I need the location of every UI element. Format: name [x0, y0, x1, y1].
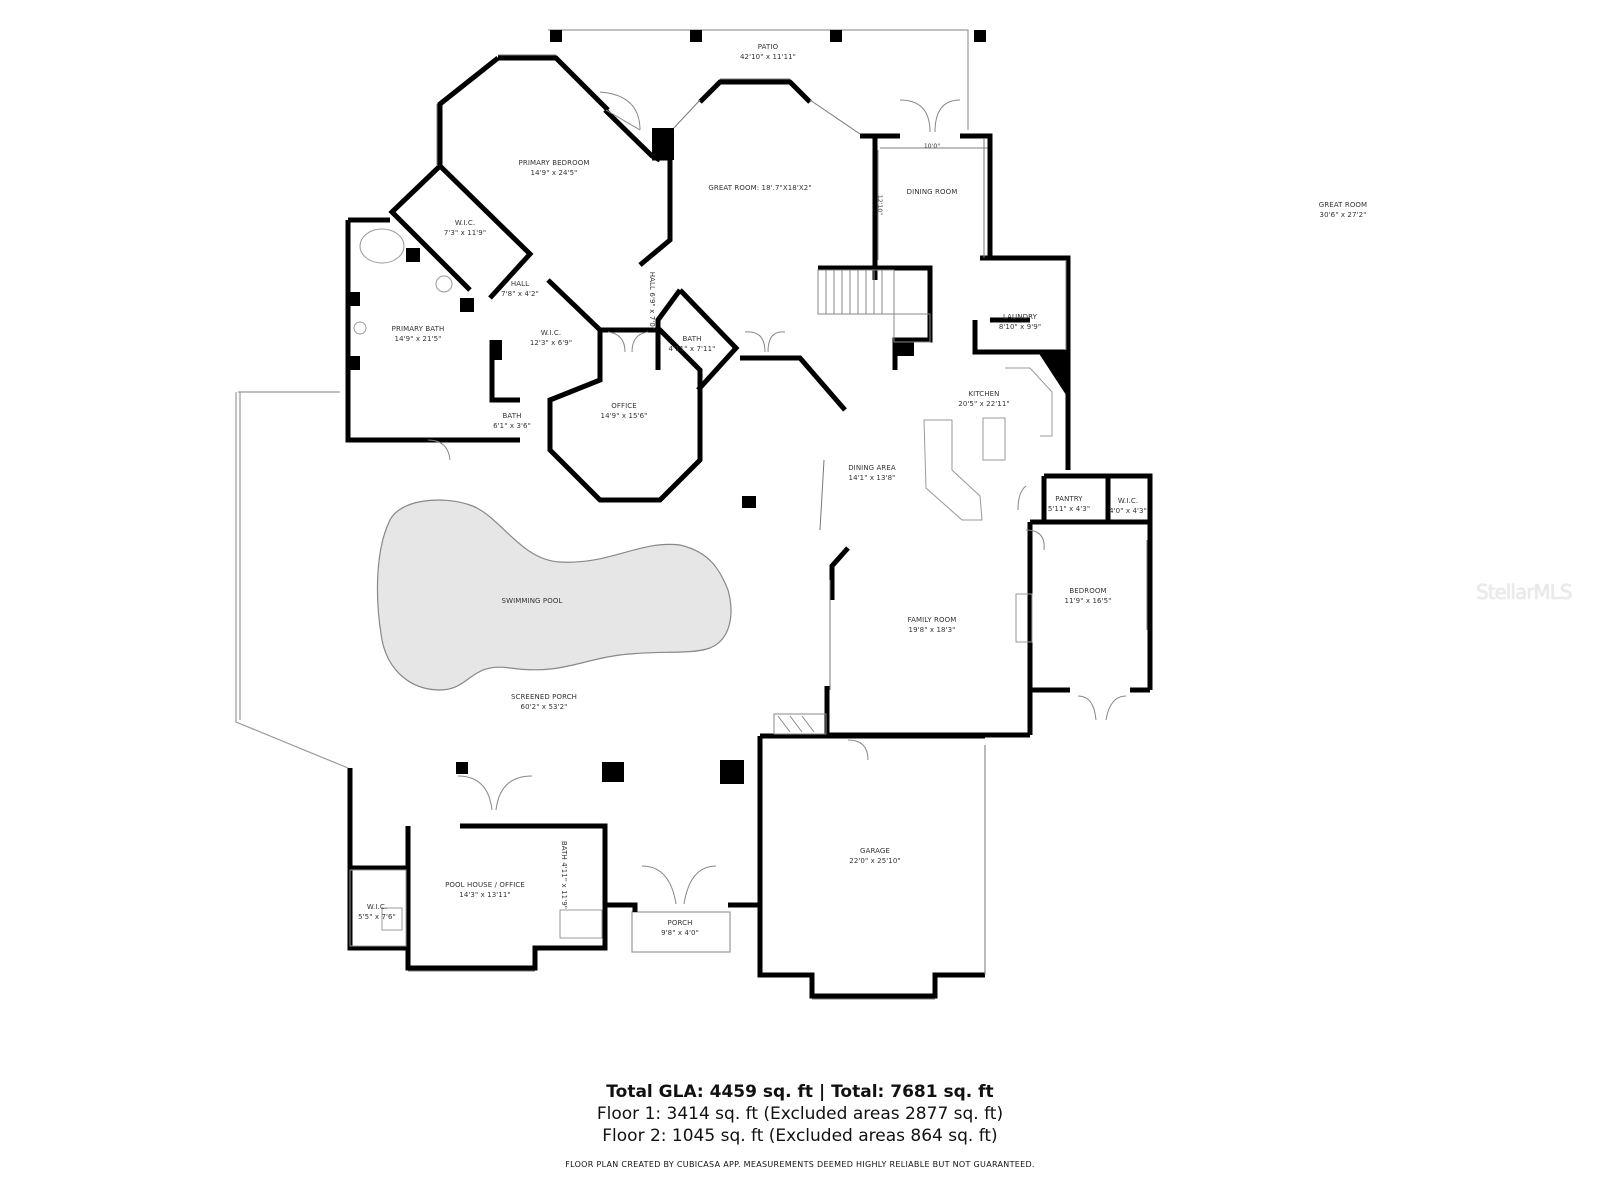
- stairs: [773, 269, 931, 735]
- room-name: SWIMMING POOL: [501, 597, 563, 605]
- room-name: GARAGE: [860, 847, 890, 855]
- room-dim: 19'8" x 18'3": [908, 626, 956, 634]
- dining-room-width-dim: 10'0": [923, 143, 941, 150]
- room-label-hall-1: HALL 7'8" x 4'2": [501, 279, 539, 299]
- room-label-swimming-pool: SWIMMING POOL: [502, 596, 563, 606]
- room-dim: 14'1" x 13'8": [848, 474, 896, 482]
- room-label-wic-primary: W.I.C. 7'3" x 11'9": [444, 218, 486, 238]
- room-dim: 8'10" x 9'9": [998, 323, 1042, 331]
- room-label-great-room: GREAT ROOM: 18'.7"X18'X2": [708, 183, 811, 193]
- room-dim: 5'11" x 4'3": [1047, 505, 1091, 513]
- floor-2-area: Floor 2: 1045 sq. ft (Excluded areas 864…: [602, 1126, 998, 1146]
- room-label-laundry: LAUNDRY 8'10" x 9'9": [999, 312, 1041, 332]
- room-name: PRIMARY BATH: [391, 325, 445, 333]
- room-name: FAMILY ROOM: [907, 616, 957, 624]
- room-label-family-room: FAMILY ROOM 19'8" x 18'3": [908, 615, 957, 635]
- room-dim: 9'8" x 4'0": [661, 929, 699, 937]
- room-name: W.I.C.: [1117, 497, 1139, 505]
- fixtures: [349, 228, 1053, 947]
- doors: [427, 91, 1127, 905]
- room-label-bath-3: BATH 4'11" x 11'9": [559, 841, 569, 909]
- total-area-summary: Total GLA: 4459 sq. ft | Total: 7681 sq.…: [606, 1082, 994, 1102]
- room-dim: 4'11" x 11'9": [560, 862, 568, 910]
- room-dim: 20'5" x 22'11": [958, 400, 1010, 408]
- disclaimer: FLOOR PLAN CREATED BY CUBICASA APP. MEAS…: [565, 1160, 1035, 1169]
- room-label-primary-bath: PRIMARY BATH 14'9" x 21'5": [392, 324, 445, 344]
- room-name: POOL HOUSE / OFFICE: [445, 881, 525, 889]
- room-name: PORCH: [667, 919, 693, 927]
- room-label-pool-house: POOL HOUSE / OFFICE 14'3" x 13'11": [445, 880, 525, 900]
- room-dim: 5'5" x 7'6": [358, 913, 396, 921]
- room-label-primary-bedroom: PRIMARY BEDROOM 14'9" x 24'5": [519, 158, 590, 178]
- room-dim: 42'10" x 11'11": [739, 53, 797, 61]
- room-label-wic-2: W.I.C. 12'3" x 6'9": [530, 328, 572, 348]
- room-dim: 7'3" x 11'9": [443, 229, 487, 237]
- room-name: GREAT ROOM: 18'.7"X18'X2": [708, 184, 812, 192]
- room-name: BATH: [682, 335, 702, 343]
- screen-lines: [235, 29, 990, 953]
- room-dim: 4'0" x 4'3": [1109, 507, 1147, 515]
- room-dim: 11'9" x 16'5": [1064, 597, 1112, 605]
- columns: [350, 30, 1068, 784]
- room-dim: 60'2" x 53'2": [520, 703, 568, 711]
- room-label-office: OFFICE 14'9" x 15'6": [601, 401, 648, 421]
- room-name: PRIMARY BEDROOM: [518, 159, 590, 167]
- room-label-porch: PORCH 9'8" x 4'0": [661, 918, 699, 938]
- room-dim: 30'6" x 27'2": [1319, 211, 1367, 219]
- room-label-pantry: PANTRY 5'11" x 4'3": [1048, 494, 1090, 514]
- room-name: BATH: [502, 412, 522, 420]
- room-label-bath-2: BATH 6'1" x 3'6": [493, 411, 531, 431]
- room-name: LAUNDRY: [1002, 313, 1037, 321]
- room-name: GREAT ROOM: [1318, 201, 1368, 209]
- room-name: PATIO: [757, 43, 779, 51]
- room-label-patio: PATIO 42'10" x 11'11": [740, 42, 796, 62]
- room-label-hall-2: HALL 6'9" x 7'0": [647, 272, 657, 330]
- room-label-great-room-floor2: GREAT ROOM 30'6" x 27'2": [1319, 200, 1367, 220]
- room-label-screened-porch: SCREENED PORCH 60'2" x 53'2": [511, 692, 577, 712]
- watermark: StellarMLS: [1476, 580, 1573, 604]
- room-name: OFFICE: [611, 402, 637, 410]
- room-dim: 6'1" x 3'6": [493, 422, 531, 430]
- room-dim: 14'9" x 21'5": [394, 335, 442, 343]
- room-name: DINING ROOM: [906, 188, 958, 196]
- room-label-kitchen: KITCHEN 20'5" x 22'11": [958, 389, 1009, 409]
- floor-1-area: Floor 1: 3414 sq. ft (Excluded areas 287…: [596, 1104, 1004, 1124]
- room-name: DINING AREA: [848, 464, 896, 472]
- room-name: KITCHEN: [968, 390, 1000, 398]
- room-label-bedroom: BEDROOM 11'9" x 16'5": [1065, 586, 1112, 606]
- room-label-garage: GARAGE 22'0" x 25'10": [849, 846, 900, 866]
- dining-room-depth-dim: 12'10": [876, 194, 883, 216]
- room-name: SCREENED PORCH: [510, 693, 578, 701]
- room-name: HALL: [648, 271, 656, 291]
- room-dim: 12'3" x 6'9": [529, 339, 573, 347]
- room-dim: 7'8" x 4'2": [501, 290, 539, 298]
- room-name: W.I.C.: [454, 219, 476, 227]
- room-name: W.I.C.: [366, 903, 388, 911]
- room-dim: 14'3" x 13'11": [459, 891, 511, 899]
- room-name: BATH: [560, 840, 568, 860]
- room-dim: 22'0" x 25'10": [849, 857, 901, 865]
- room-label-dining-area: DINING AREA 14'1" x 13'8": [848, 463, 896, 483]
- room-dim: 14'9" x 24'5": [530, 169, 578, 177]
- room-name: BEDROOM: [1069, 587, 1107, 595]
- swimming-pool-shape: [376, 499, 732, 691]
- room-label-wic-3: W.I.C. 4'0" x 4'3": [1109, 496, 1147, 516]
- room-label-wic-4: W.I.C. 5'5" x 7'6": [358, 902, 396, 922]
- room-dim: 14'9" x 15'6": [600, 412, 648, 420]
- room-name: PANTRY: [1055, 495, 1083, 503]
- room-label-bath-1: BATH 4'11" x 7'11": [669, 334, 716, 354]
- room-dim: 6'9" x 7'0": [648, 292, 656, 331]
- room-label-dining-room: DINING ROOM: [907, 187, 958, 197]
- room-name: W.I.C.: [540, 329, 562, 337]
- windows: [408, 54, 1148, 1000]
- room-dim: 4'11" x 7'11": [668, 345, 716, 353]
- room-name: HALL: [510, 280, 530, 288]
